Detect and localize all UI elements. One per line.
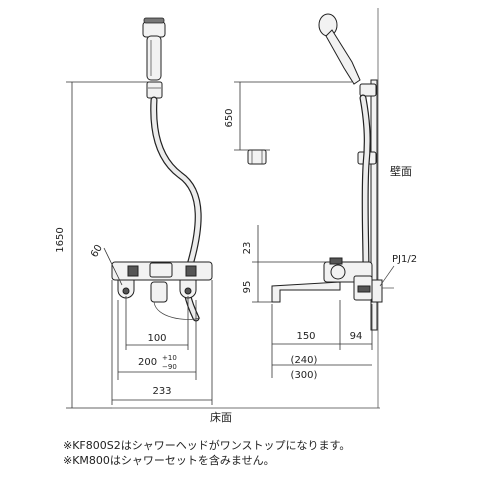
dim-94-label: 94 bbox=[350, 331, 363, 342]
mixer-body-front bbox=[111, 261, 213, 320]
dim-200-tol-minus: −90 bbox=[162, 363, 177, 371]
dim-150: 150 bbox=[271, 300, 341, 350]
dim-23-label: 23 bbox=[242, 242, 253, 255]
dim-240-300: (240) (300) bbox=[271, 350, 372, 381]
shower-head-side-icon bbox=[318, 13, 361, 85]
pipe-thread-label: PJ1/2 bbox=[392, 254, 417, 265]
dim-100: 100 bbox=[125, 296, 189, 350]
dim-100-label: 100 bbox=[147, 333, 166, 344]
dim-650: 650 bbox=[224, 81, 352, 151]
dim-200-tol-plus: +10 bbox=[162, 354, 177, 362]
holder-bracket-icon bbox=[247, 149, 267, 165]
notes: ※KF800S2はシャワーヘッドがワンストップになります。 ※KM800はシャワ… bbox=[0, 438, 480, 468]
note-kf800s2: ※KF800S2はシャワーヘッドがワンストップになります。 bbox=[63, 439, 351, 452]
dim-1650: 1650 bbox=[55, 81, 150, 409]
dim-1650-label: 1650 bbox=[55, 227, 66, 252]
dim-60-label: 60 bbox=[89, 243, 105, 260]
dim-233-label: 233 bbox=[152, 386, 171, 397]
hook-holder-icon bbox=[146, 81, 163, 99]
dim-200: 200 +10 −90 bbox=[117, 300, 197, 380]
wall-label: 壁面 bbox=[390, 164, 412, 178]
dim-233: 233 bbox=[111, 280, 213, 405]
dim-150-label: 150 bbox=[296, 331, 315, 342]
technical-drawing: 床面 壁面 1650 60 bbox=[55, 8, 417, 424]
dim-650-label: 650 bbox=[224, 108, 235, 127]
mixer-body-side bbox=[323, 257, 373, 301]
dim-300-label: (300) bbox=[291, 370, 318, 381]
wall-pipe bbox=[371, 279, 394, 303]
shower-head-icon bbox=[142, 17, 166, 81]
note-km800: ※KM800はシャワーセットを含みません。 bbox=[63, 454, 275, 467]
dim-23: 23 bbox=[242, 225, 330, 263]
shower-hose-side bbox=[359, 94, 371, 274]
dim-240-label: (240) bbox=[291, 355, 318, 366]
floor-label: 床面 bbox=[210, 410, 232, 424]
spout-side bbox=[271, 281, 341, 303]
dim-95-label: 95 bbox=[242, 281, 253, 294]
dim-200-label: 200 bbox=[138, 357, 157, 368]
dim-94: 94 bbox=[340, 304, 373, 350]
dim-95: 95 bbox=[242, 262, 272, 303]
